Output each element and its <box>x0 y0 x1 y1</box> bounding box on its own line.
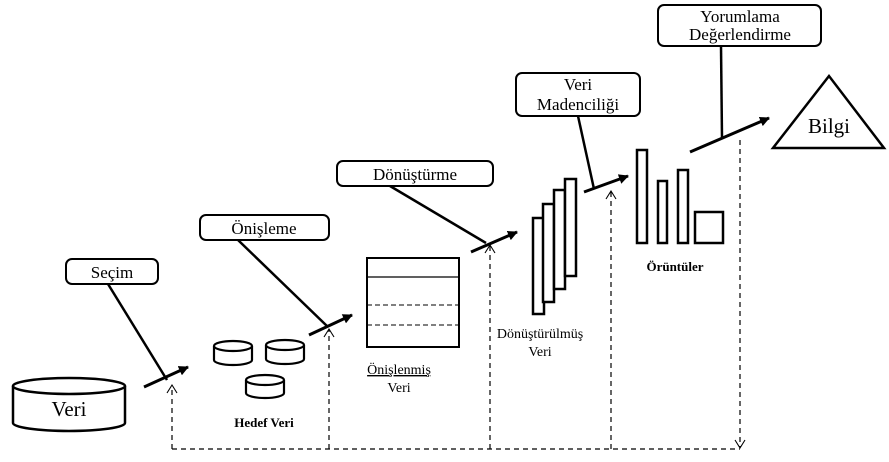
feedback-loop <box>171 140 741 450</box>
stage-label-veri-madenciligi: Veri Madenciliği <box>515 72 641 117</box>
feedback-arrowhead-down <box>734 439 746 450</box>
bilgi-label: Bilgi <box>808 114 850 138</box>
feedback-arrowhead-secim <box>166 383 178 394</box>
onisleme-label: Önişleme <box>231 219 296 238</box>
bilgi-triangle-icon <box>770 73 887 150</box>
donusturulmus-veri-icon <box>531 177 578 316</box>
veri-madenciligi-label-line1: Veri <box>564 75 593 94</box>
feedback-arrowhead-onisleme <box>323 327 335 338</box>
arrow-onisleme <box>308 313 353 337</box>
secim-label: Seçim <box>91 263 134 282</box>
callout-line-yorumlama <box>719 45 724 139</box>
onislenmis-veri-table-icon <box>366 257 460 348</box>
oruntuler-label: Örüntüler <box>646 259 703 274</box>
donusturulmus-veri-label-line1: Dönüştürülmüş <box>497 327 583 342</box>
hedef-veri-icon <box>212 338 306 400</box>
donusturme-label: Dönüştürme <box>373 165 457 184</box>
veri-label: Veri <box>52 397 87 421</box>
pattern-bar-2 <box>656 179 669 245</box>
oruntuler-icon <box>635 148 725 245</box>
hedef-cylinder-3 <box>244 373 286 400</box>
onislenmis-veri-label-line1: Önişlenmiş <box>367 361 431 378</box>
feedback-arrowhead-madencilik <box>605 189 617 200</box>
hedef-cylinder-2 <box>264 338 306 366</box>
callout-lines <box>106 45 724 381</box>
callout-line-secim <box>106 283 169 381</box>
stage-label-donusturme: Dönüştürme <box>336 160 494 187</box>
stage-label-yorumlama: Yorumlama Değerlendirme <box>657 4 822 47</box>
pattern-bar-3 <box>676 168 690 245</box>
pattern-bar-1 <box>635 148 649 245</box>
hedef-cylinder-1 <box>212 339 254 367</box>
stage-label-secim: Seçim <box>65 258 159 285</box>
transformed-bar-3 <box>552 188 567 291</box>
yorumlama-label-line2: Değerlendirme <box>689 25 791 44</box>
donusturulmus-veri-label-line2: Veri <box>528 345 551 360</box>
veri-database-icon <box>11 376 127 433</box>
arrow-yorumlama <box>689 116 770 154</box>
veri-madenciligi-label-line2: Madenciliği <box>537 95 619 114</box>
callout-line-onisleme <box>237 239 329 328</box>
pattern-square <box>693 210 725 245</box>
yorumlama-label-line1: Yorumlama <box>700 7 780 26</box>
callout-line-madencilik <box>576 115 596 190</box>
stage-label-onisleme: Önişleme <box>199 214 330 241</box>
hedef-veri-label: Hedef Veri <box>234 415 294 430</box>
transformed-bar-2 <box>541 202 556 304</box>
arrow-donusturme <box>470 230 518 254</box>
callout-line-donusturme <box>389 184 487 245</box>
arrow-madencilik <box>583 174 629 194</box>
transformed-bar-4 <box>563 177 578 278</box>
onislenmis-veri-label-line2: Veri <box>387 381 410 396</box>
